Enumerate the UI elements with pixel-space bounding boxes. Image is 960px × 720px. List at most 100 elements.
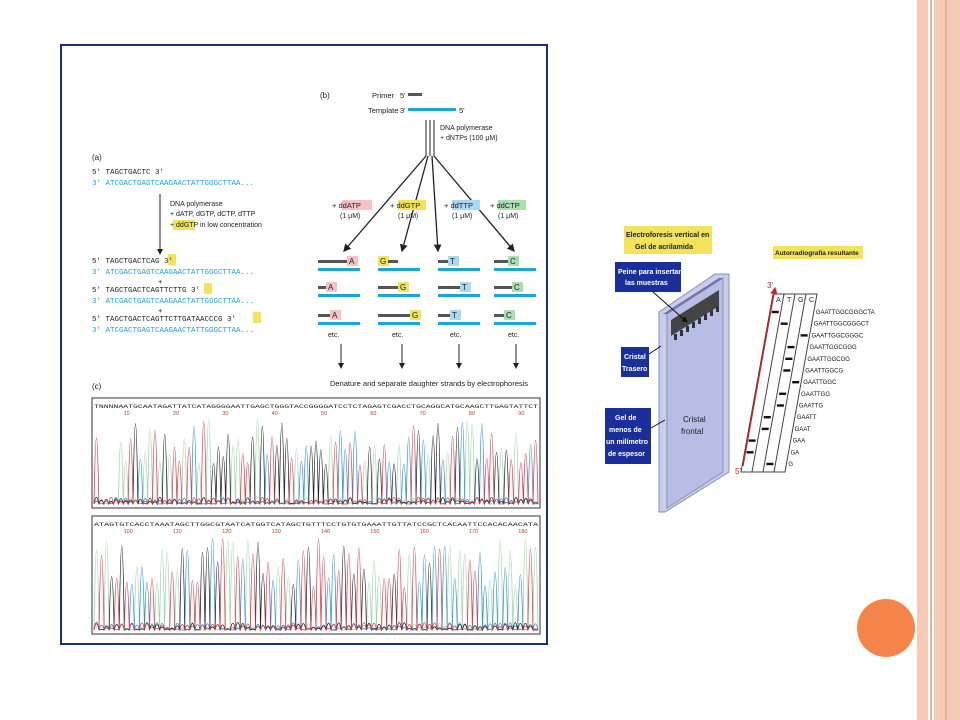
polymerase-a-label: DNA polymerase <box>170 201 223 208</box>
prod2-g-highlight <box>204 283 212 294</box>
lane-t: T <box>787 297 792 304</box>
etc-lane-t: etc. <box>450 332 461 339</box>
frag-g-2: G <box>400 283 406 292</box>
primer-strand <box>408 93 422 96</box>
label-a: (a) <box>92 153 102 162</box>
prod1-g-highlight <box>168 254 176 265</box>
trace-2-peaks <box>93 537 539 632</box>
etc-lane-a: etc. <box>328 332 339 339</box>
orange-circle-decoration <box>857 599 915 657</box>
ddttp-highlight <box>452 200 480 210</box>
dntp-mix-label: + dATP, dGTP, dCTP, dTTP <box>170 211 256 218</box>
side-band-inner <box>934 0 960 720</box>
band <box>761 427 769 431</box>
prod2-top: 5' TAGCTGACTCAGTTCTTG 3' <box>92 287 200 295</box>
title-left-line-2: Gel de acrilamida <box>635 244 693 251</box>
tick-label: 110 <box>173 529 182 535</box>
tick-label: 10 <box>124 411 130 417</box>
arrow-to-ddttp <box>431 155 442 253</box>
ladder-label: GAATTGGCGGGCT <box>814 322 870 328</box>
title-right-box <box>773 246 863 259</box>
tick-label: 50 <box>321 411 327 417</box>
autoradiograph-bands <box>746 310 808 466</box>
band <box>787 345 795 349</box>
lane-fragments: A G T C A G T C A G T C <box>318 256 536 325</box>
label-b: (b) <box>320 91 330 100</box>
title-right: Autorradiografía resultante <box>775 250 859 257</box>
trace-line-T <box>93 421 539 506</box>
tick-label: 60 <box>370 411 376 417</box>
gel-line-2: menos de <box>609 427 642 434</box>
gel-label-box <box>605 408 651 464</box>
trace-1-sequence: TNNNNAATGCAATAGATTATCATAGGGGAATTGAGCTGGG… <box>94 403 539 410</box>
tick-label: 90 <box>518 411 524 417</box>
seq-bottom: 3' ATCGACTGAGTCAAGAACTATTGGGCTTAA... <box>92 180 254 188</box>
ddatp-highlight <box>342 200 372 210</box>
band <box>776 404 784 407</box>
etc-lane-c: etc. <box>508 332 519 339</box>
tick-label: 160 <box>420 529 429 535</box>
ladder-label: GAAT <box>795 427 811 433</box>
frag-a-3: A <box>332 311 338 320</box>
side-band-outer <box>917 0 928 720</box>
tick-label: 80 <box>469 411 475 417</box>
tick-label: 140 <box>321 529 330 535</box>
ladder-label: GAATTGGCGG <box>807 357 850 363</box>
frag-t-3: T <box>452 311 457 320</box>
tick-label: 130 <box>272 529 281 535</box>
template-3-end: 3' <box>400 106 406 115</box>
tick-label: 180 <box>518 529 527 535</box>
title-left-line-1: Electroforesis vertical en <box>626 232 709 239</box>
ddatp-label: + ddATP <box>332 201 361 210</box>
cristal-trasero-pointer <box>648 345 662 355</box>
frag-c-1: C <box>510 257 516 266</box>
lane-dividers <box>751 293 807 473</box>
frag-c-3: C <box>506 311 512 320</box>
peine-line-2: las muestras <box>625 280 668 287</box>
ddatp-conc: (1 μM) <box>340 213 360 220</box>
frag-t-2: T <box>462 283 467 292</box>
prod3-bottom: 3' ATCGACTGAGTCAAGAACTATTGGGCTTAA... <box>92 327 254 335</box>
frag-g-3: G <box>412 311 418 320</box>
tick-label: 170 <box>469 529 478 535</box>
frag-c-2: C <box>514 283 520 292</box>
plate-edge <box>663 278 723 314</box>
side-band-line-1 <box>930 0 932 720</box>
ladder-label: GAATTG <box>799 404 824 410</box>
electrophoresis-svg: Electroforesis vertical en Gel de acrila… <box>605 226 875 513</box>
gel-line-3: un milímetro <box>606 439 648 446</box>
direction-arrow <box>742 286 778 467</box>
title-left-box <box>624 226 712 254</box>
ladder-label: GAATTGGCGGGCTA <box>816 310 875 316</box>
ladder-label: GAATTGGC <box>803 380 837 386</box>
lane-a: A <box>776 297 781 304</box>
tick-label: 120 <box>222 529 231 535</box>
band <box>800 334 808 337</box>
band <box>746 451 754 454</box>
lane-g: G <box>798 297 803 304</box>
peine-line-1: Peine para insertar <box>618 269 681 276</box>
cristal-trasero-line-2: Trasero <box>622 366 647 373</box>
band <box>763 416 771 419</box>
band <box>785 357 793 360</box>
trace-2-sequence: ATAGTGTCACCTAAATAGCTTGGCGTAATCATGGTCATAG… <box>94 521 539 528</box>
plus-1: + <box>158 277 163 286</box>
tick-label: 150 <box>370 529 379 535</box>
plus-2: + <box>158 306 163 315</box>
lane-c: C <box>809 297 814 304</box>
dntps-label: + dNTPs (100 μM) <box>440 135 498 142</box>
band <box>766 462 774 466</box>
ddctp-label: + ddCTP <box>490 201 520 210</box>
electrophoresis-figure: Electroforesis vertical en Gel de acrila… <box>595 222 895 517</box>
template-strand <box>408 108 456 111</box>
ladder-label: GA <box>791 450 800 456</box>
ddttp-label: + ddTTP <box>444 201 473 210</box>
peine-pointer <box>652 291 688 323</box>
prod2-bottom: 3' ATCGACTGAGTCAAGAACTATTGGGCTTAA... <box>92 298 254 306</box>
ladder-label: GAATTGG <box>801 392 830 398</box>
template-label: Template <box>368 106 398 115</box>
seq-top: 5' TAGCTGACTC 3' <box>92 169 164 177</box>
frag-a-2: A <box>328 283 334 292</box>
cristal-trasero-line-1: Cristal <box>624 354 646 361</box>
